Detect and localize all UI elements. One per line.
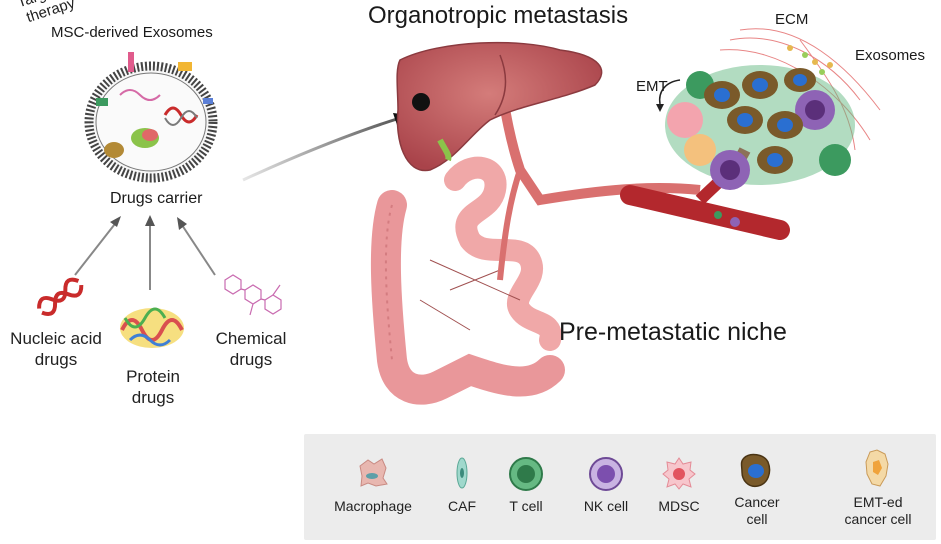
legend-label: Cancer cell — [724, 494, 790, 528]
legend-label: Macrophage — [334, 498, 412, 514]
exosome-particles — [787, 45, 833, 75]
drug-label-line2: drugs — [34, 350, 78, 369]
legend-item-t-cell: T cell — [488, 434, 564, 540]
nk-cell-icon — [589, 457, 623, 491]
drug-label-line2: drugs — [131, 388, 175, 407]
legend-label-line2: cancer cell — [844, 511, 912, 527]
nucleic-acid-icon — [37, 277, 84, 317]
liver — [396, 41, 603, 172]
legend-item-emt-cancer-cell: EMT-ed cancer cell — [826, 434, 930, 540]
emt-cancer-cell-icon — [865, 449, 889, 487]
drug-label-line1: Nucleic acid — [10, 329, 102, 348]
legend-item-nk-cell: NK cell — [566, 434, 646, 540]
caf-icon — [456, 457, 468, 489]
drug-label-line2: drugs — [229, 350, 273, 369]
legend-item-mdsc: MDSC — [644, 434, 714, 540]
cancer-cell-icon — [740, 453, 771, 488]
metastasis-dot-icon — [412, 93, 430, 111]
legend-label: EMT-ed cancer cell — [826, 494, 930, 528]
exosome-vesicle — [84, 52, 218, 183]
pre-metastatic-niche-label: Pre-metastatic niche — [559, 318, 787, 346]
legend-label-line1: Cancer — [734, 494, 780, 510]
legend-label: CAF — [448, 498, 476, 514]
drug-label-line1: Chemical — [215, 329, 287, 348]
ecm-label: ECM — [775, 11, 809, 28]
protein-icon — [120, 307, 184, 348]
protein-drugs-label: Protein drugs — [108, 366, 198, 408]
exosome-label: MSC-derived Exosomes — [51, 24, 213, 41]
chemical-drugs-label: Chemical drugs — [203, 328, 299, 370]
nucleic-acid-drugs-label: Nucleic acid drugs — [0, 328, 112, 370]
drug-label-line1: Protein — [126, 367, 180, 386]
legend-label: NK cell — [583, 498, 629, 514]
tumor-cluster — [665, 65, 855, 190]
legend-label: T cell — [509, 498, 543, 514]
legend-item-macrophage: Macrophage — [318, 434, 418, 540]
drugs-carrier-label: Drugs carrier — [110, 190, 203, 207]
mdsc-icon — [662, 457, 696, 490]
t-cell-icon — [509, 457, 543, 491]
legend: Macrophage CAF T cell NK cell MDSC — [304, 434, 936, 540]
legend-item-cancer-cell: Cancer cell — [724, 434, 790, 540]
chemical-icon — [224, 274, 282, 316]
legend-item-caf: CAF — [432, 434, 492, 540]
legend-label-line1: EMT-ed — [853, 494, 903, 510]
legend-label: MDSC — [658, 498, 700, 514]
page-title: Organotropic metastasis — [368, 2, 629, 29]
exosomes-label: Exosomes — [855, 47, 926, 64]
legend-label-line2: cell — [746, 511, 768, 527]
macrophage-icon — [359, 458, 388, 487]
emt-label: EMT — [636, 78, 668, 95]
intestines — [370, 156, 565, 405]
